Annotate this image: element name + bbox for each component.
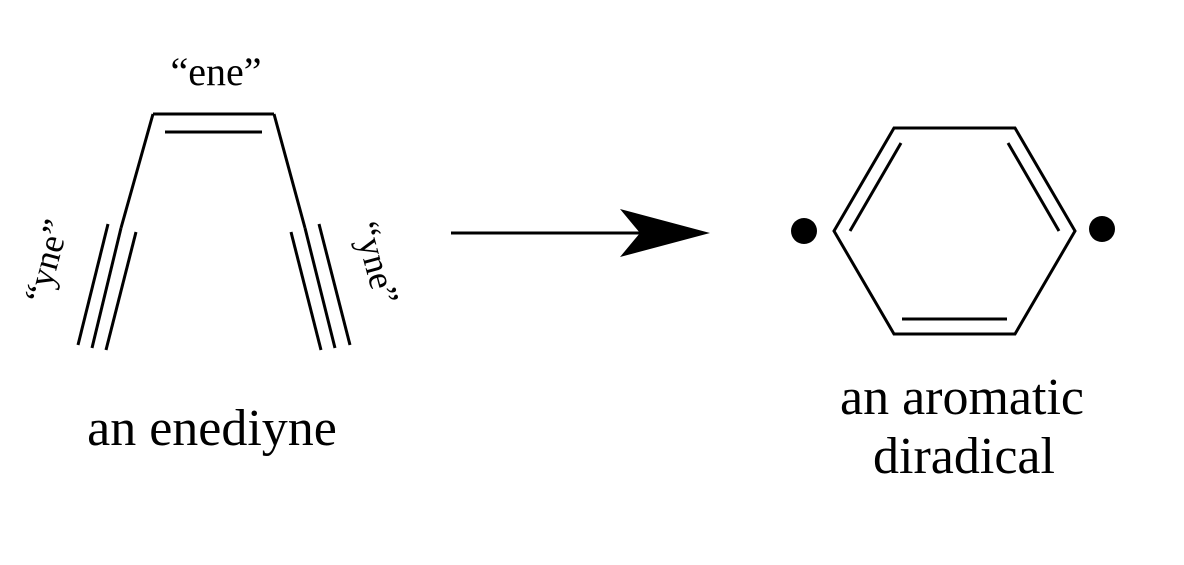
yne-left-label: “yne” (16, 215, 76, 306)
benzene-ring (832, 126, 1077, 336)
right-yne-triple-bond (289, 223, 352, 351)
product-caption-line1: an aromatic (840, 369, 1084, 426)
enediyne-caption: an enediyne (87, 400, 337, 457)
reaction-arrow (451, 209, 710, 257)
yne-right-label: “yne” (346, 217, 406, 308)
arrow-head (620, 209, 710, 257)
right-single-bond (272, 113, 307, 229)
left-yne-triple-bond (76, 223, 138, 351)
ene-label: “ene” (170, 49, 261, 94)
radical-dot-left (791, 218, 817, 244)
radical-dot-right (1089, 216, 1115, 242)
ring-double-bond-left (848, 142, 903, 232)
ring-double-bond-right (1006, 142, 1061, 232)
aromatic-diradical-structure: an aromatic diradical (791, 126, 1115, 485)
product-caption-line2: diradical (873, 428, 1055, 485)
enediyne-structure: “ene” “yne” “yne” an enediyne (16, 49, 407, 457)
left-single-bond (119, 113, 155, 229)
